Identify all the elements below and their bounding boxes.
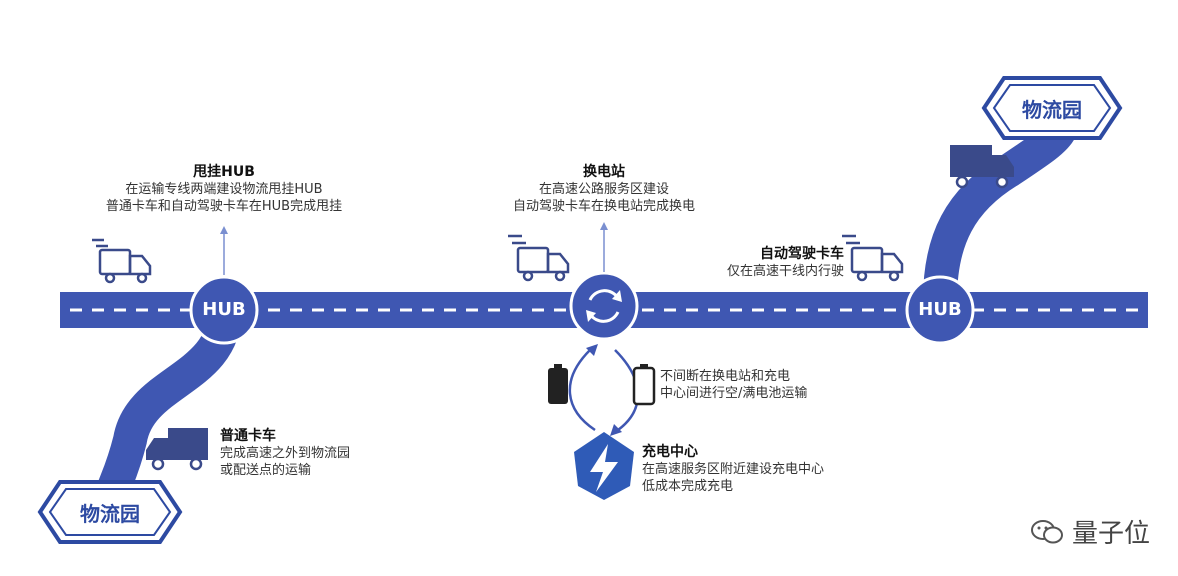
refresh-icon [586, 289, 622, 323]
hub-drop-title: 甩挂HUB [193, 164, 255, 180]
hub-right-label: HUB [918, 299, 962, 320]
hub-right-node [905, 275, 975, 345]
hub-left-label: HUB [202, 299, 246, 320]
hub-drop-line2: 普通卡车和自动驾驶卡车在HUB完成甩挂 [105, 199, 343, 214]
park-right-node [981, 76, 1123, 140]
watermark-text: 量子位 [1071, 519, 1150, 549]
normal-truck-line2: 或配送点的运输 [220, 463, 312, 478]
hub-left-node [189, 275, 259, 345]
normal-truck-label: 普通卡车 完成高速之外到物流园 或配送点的运输 [220, 428, 420, 479]
truck-icon [842, 234, 904, 282]
charge-center-title: 充电中心 [642, 444, 698, 460]
hub-drop-line1: 在运输专线两端建设物流甩挂HUB [125, 182, 323, 197]
truck-icon [146, 428, 208, 471]
autonomous-truck-line1: 仅在高速干线内行驶 [726, 264, 844, 279]
park-left-label: 物流园 [80, 502, 140, 526]
swap-callout-arrow [600, 222, 608, 230]
battery-shuttle-line1: 不间断在换电站和充电 [660, 369, 791, 384]
battery-shuttle-line2: 中心间进行空/满电池运输 [660, 386, 808, 401]
swap-station-label: 换电站 在高速公路服务区建设 自动驾驶卡车在换电站完成换电 [484, 164, 724, 215]
hub-callout-arrow [220, 226, 228, 234]
battery-empty-icon [632, 364, 656, 406]
park-left-node [37, 480, 183, 544]
charge-center-line1: 在高速服务区附近建设充电中心 [642, 462, 825, 477]
swap-station-line1: 在高速公路服务区建设 [538, 182, 669, 197]
charge-center-label: 充电中心 在高速服务区附近建设充电中心 低成本完成充电 [642, 444, 882, 495]
battery-shuttle-label: 不间断在换电站和充电 中心间进行空/满电池运输 [660, 368, 860, 402]
wechat-icon [1030, 519, 1063, 543]
autonomous-truck-title: 自动驾驶卡车 [760, 246, 844, 262]
swap-station-title: 换电站 [583, 164, 625, 180]
hub-drop-label: 甩挂HUB 在运输专线两端建设物流甩挂HUB 普通卡车和自动驾驶卡车在HUB完成… [104, 164, 344, 215]
autonomous-truck-label: 自动驾驶卡车 仅在高速干线内行驶 [700, 246, 844, 280]
normal-truck-title: 普通卡车 [220, 428, 276, 444]
truck-icon [508, 234, 570, 282]
swap-station-line2: 自动驾驶卡车在换电站完成换电 [512, 199, 695, 214]
lightning-icon [590, 444, 618, 492]
swap-station-node [569, 271, 639, 341]
watermark: 量子位 [1030, 513, 1150, 550]
truck-icon [950, 145, 1014, 189]
charge-center-line2: 低成本完成充电 [642, 479, 734, 494]
truck-icon [92, 238, 152, 284]
battery-full-icon [548, 364, 568, 404]
normal-truck-line1: 完成高速之外到物流园 [220, 446, 351, 461]
park-right-label: 物流园 [1022, 98, 1082, 122]
battery-shuttle-arrows [568, 344, 640, 436]
